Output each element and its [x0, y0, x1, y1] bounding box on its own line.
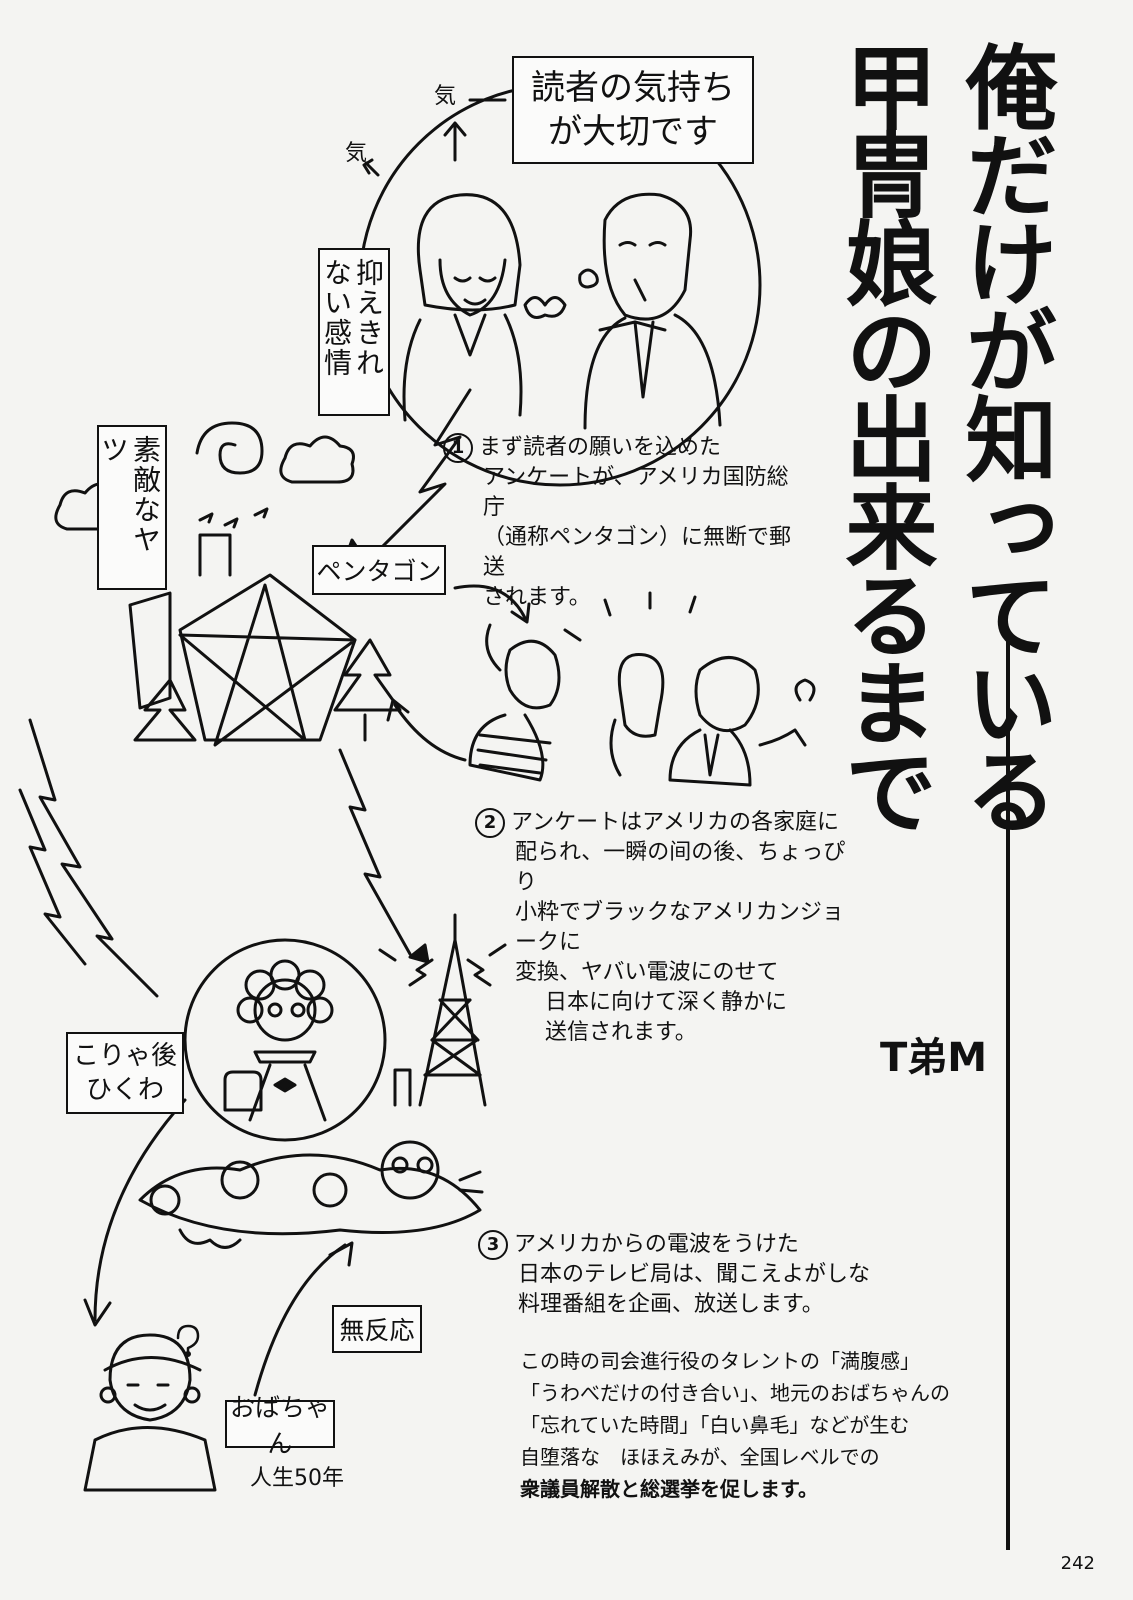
life-50-label: 人生50年: [250, 1466, 344, 1491]
nice-guy-box: 素敵なヤツ: [97, 425, 167, 590]
step-1-number: 1: [443, 433, 473, 463]
koryagou-label: こりゃ後ひくわ: [72, 1041, 177, 1105]
pentagon-box: ペンタゴン: [312, 545, 446, 595]
food-pile: [138, 1140, 484, 1249]
step-1-line-2: アンケートが、アメリカ国防総庁: [483, 465, 789, 520]
closing-line-4: 自堕落な ほほえみが、全国レベルでの: [520, 1445, 880, 1469]
uncontrollable-emotion-label: 抑えきれない感情: [320, 258, 385, 378]
step-2-line-3: 小粋でブラックなアメリカンジョークに: [515, 900, 844, 955]
title-line-2: 甲冑娘の出来るまで: [830, 40, 937, 832]
host-figure: [223, 959, 412, 1122]
step-2-line-4: 変換、ヤバい電波にのせて: [515, 960, 779, 985]
no-reaction-label: 無反応: [339, 1316, 415, 1345]
obachan-figure: [83, 1333, 217, 1492]
step-2-line-2: 配られ、一瞬の间の後、ちょっぴり: [515, 840, 846, 895]
title-divider: [1006, 630, 1010, 1550]
man-figure: [583, 192, 722, 430]
koryagou-box: こりゃ後ひくわ: [66, 1032, 184, 1114]
step-3-line-3: 料理番組を企画、放送します。: [518, 1292, 824, 1317]
host-bubble: [183, 938, 387, 1142]
tv-tower: [378, 913, 507, 1107]
step-1-line-1: まず読者の願いを込めた: [479, 435, 722, 460]
ki-label-1: 気: [434, 84, 457, 109]
step-2-line-1: アンケートはアメリカの各家庭に: [511, 810, 840, 835]
step-1-line-3: （通称ペンタゴン）に無断で郵送: [483, 525, 792, 580]
woman-figure: [402, 193, 523, 422]
page-number: 242: [1060, 1553, 1095, 1574]
pentagon-building: [128, 533, 402, 747]
step-1-line-4: されます。: [483, 585, 591, 610]
closing-line-2: 「うわべだけの付き合い」、地元のおばちゃんの: [520, 1381, 950, 1405]
uncontrollable-emotion-box: 抑えきれない感情: [318, 248, 390, 416]
closing-line-5: 衆議員解散と総選挙を促します。: [520, 1477, 818, 1501]
nice-guy-label: 素敵なヤツ: [97, 435, 162, 555]
step-3-line-2: 日本のテレビ局は、聞こえよがしな: [518, 1262, 871, 1287]
obachan-box: おばちゃん: [225, 1393, 335, 1458]
reader-feelings-label: 読者の気持ちが大切です: [531, 68, 735, 152]
american-family: [468, 591, 816, 787]
author-signature: T弟M: [880, 1035, 988, 1081]
step-3-number: 3: [478, 1230, 508, 1260]
title-line-1: 俺だけが知っている: [950, 40, 1057, 832]
reader-feelings-box: 読者の気持ちが大切です: [512, 56, 754, 164]
ki-label-2: 気: [345, 141, 368, 166]
obachan-label: おばちゃん: [229, 1393, 330, 1458]
step-2-number: 2: [475, 808, 505, 838]
closing-line-1: この時の司会進行役のタレントの「満腹感」: [520, 1349, 920, 1373]
page-title: 俺だけが知っている 甲冑娘の出来るまで: [823, 40, 1063, 832]
pentagon-label: ペンタゴン: [316, 557, 442, 586]
closing-caption: この時の司会進行役のタレントの「満腹感」 「うわべだけの付き合い」、地元のおばち…: [520, 1345, 950, 1505]
step-3-line-1: アメリカからの電波をうけた: [514, 1232, 799, 1257]
closing-line-3: 「忘れていた時間」「白い鼻毛」などが生む: [520, 1413, 910, 1437]
step-2-line-5: 日本に向けて深く静かに: [545, 990, 788, 1015]
no-reaction-box: 無反応: [332, 1305, 422, 1353]
step-2-line-6: 送信されます。: [545, 1020, 697, 1045]
